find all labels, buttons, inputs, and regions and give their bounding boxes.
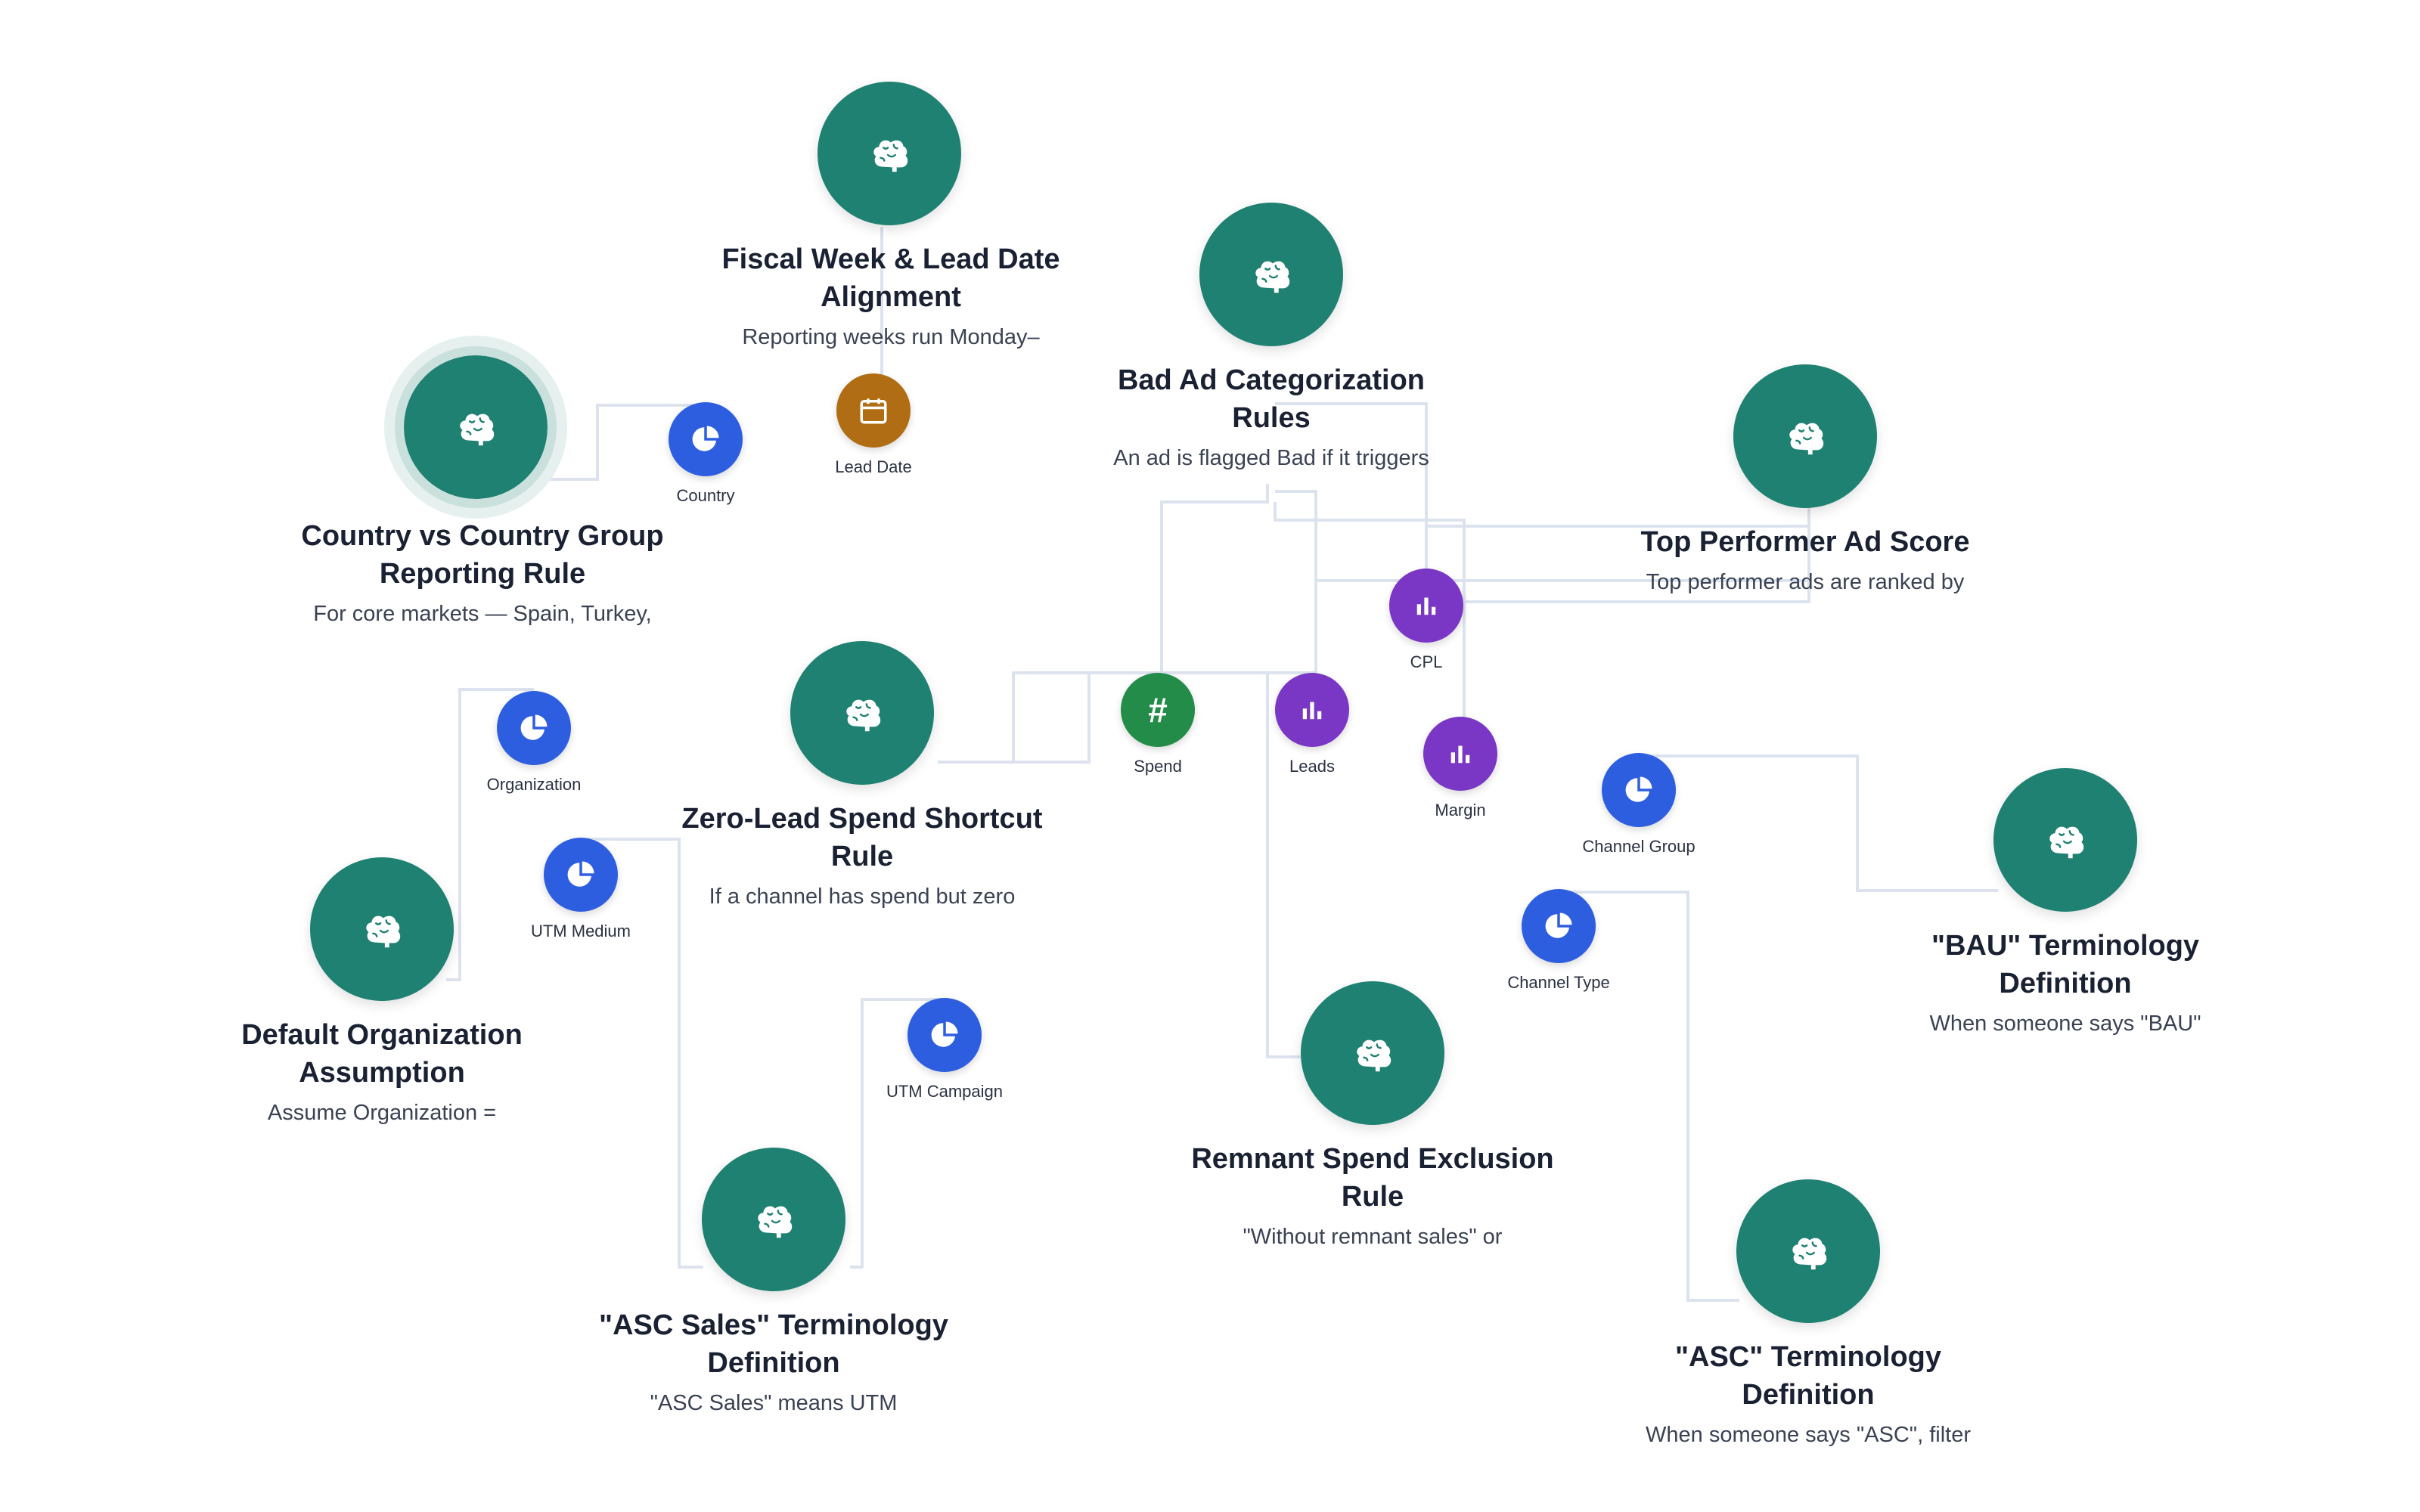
rule-node-top-performer-ad-score[interactable] bbox=[1733, 364, 1877, 508]
field-label-channel-type: Channel Type bbox=[1507, 973, 1610, 992]
edge-badad-cpl bbox=[1275, 402, 1428, 575]
rule-title-zero-lead-spend: Zero-Lead Spend Shortcut Rule bbox=[681, 803, 1043, 872]
rule-desc-zero-lead-spend: If a channel has spend but zero bbox=[709, 885, 1016, 909]
rule-title-country-vs-country-group: Country vs Country Group Reporting Rule bbox=[301, 520, 664, 590]
rule-title-default-organization: Default Organization Assumption bbox=[241, 1019, 523, 1089]
field-node-utm-campaign[interactable] bbox=[908, 998, 982, 1072]
field-label-utm-campaign: UTM Campaign bbox=[886, 1082, 1004, 1101]
rule-node-default-organization[interactable] bbox=[310, 857, 454, 1001]
edge-ascsales-utmmedium bbox=[582, 838, 703, 1269]
rule-node-bau-terminology[interactable] bbox=[1993, 768, 2137, 912]
rule-node-asc-sales-terminology[interactable] bbox=[702, 1148, 845, 1291]
rule-title-remnant-spend-exclusion: Remnant Spend Exclusion Rule bbox=[1191, 1143, 1554, 1213]
pie-chart-icon bbox=[520, 714, 548, 740]
brain-icon bbox=[366, 916, 401, 948]
edge-ascsales-utmcampaign bbox=[850, 998, 947, 1269]
field-node-country[interactable] bbox=[669, 402, 743, 476]
field-label-margin: Margin bbox=[1435, 801, 1486, 820]
field-node-channel-group[interactable] bbox=[1602, 753, 1676, 827]
field-node-channel-type[interactable] bbox=[1522, 889, 1596, 963]
edge-topperf-margin bbox=[1463, 511, 1810, 718]
pie-chart-icon bbox=[1625, 776, 1652, 802]
rule-desc-bau-terminology: When someone says "BAU" bbox=[1929, 1012, 2201, 1036]
field-label-spend: Spend bbox=[1134, 757, 1182, 776]
field-node-utm-medium[interactable] bbox=[544, 838, 618, 912]
rule-title-top-performer-ad-score: Top Performer Ad Score bbox=[1640, 526, 1970, 558]
field-label-cpl: CPL bbox=[1410, 652, 1443, 671]
brain-icon bbox=[2049, 826, 2084, 859]
hash-icon: # bbox=[1148, 690, 1168, 730]
field-node-spend[interactable]: # bbox=[1121, 673, 1195, 747]
pie-chart-icon bbox=[692, 426, 719, 451]
rule-title-asc-sales-terminology: "ASC Sales" Terminology Definition bbox=[599, 1309, 948, 1379]
brain-icon bbox=[873, 140, 908, 172]
rule-title-asc-terminology: "ASC" Terminology Definition bbox=[1674, 1341, 1942, 1411]
field-node-cpl[interactable] bbox=[1389, 569, 1463, 643]
field-node-organization[interactable] bbox=[497, 691, 571, 765]
bar-chart-icon bbox=[1302, 702, 1322, 720]
field-label-utm-medium: UTM Medium bbox=[530, 922, 631, 940]
edge-bau-channelgroup bbox=[1641, 754, 1998, 892]
field-label-leads: Leads bbox=[1289, 757, 1335, 776]
brain-icon bbox=[460, 414, 495, 446]
edge-defaultorg-organization bbox=[446, 688, 534, 981]
rule-desc-bad-ad-categorization: An ad is flagged Bad if it triggers bbox=[1113, 446, 1429, 470]
rule-title-bad-ad-categorization: Bad Ad Categorization Rules bbox=[1117, 364, 1426, 434]
rule-desc-remnant-spend-exclusion: "Without remnant sales" or bbox=[1243, 1225, 1503, 1249]
rule-node-bad-ad-categorization[interactable] bbox=[1199, 203, 1343, 346]
edge-remnant-spend bbox=[1162, 671, 1302, 1058]
rule-node-remnant-spend-exclusion[interactable] bbox=[1301, 981, 1444, 1125]
rule-title-bau-terminology: "BAU" Terminology Definition bbox=[1931, 930, 2200, 999]
brain-icon bbox=[1255, 261, 1290, 293]
rule-desc-asc-terminology: When someone says "ASC", filter bbox=[1646, 1423, 1971, 1447]
pie-chart-icon bbox=[567, 861, 594, 887]
brain-icon bbox=[1792, 1238, 1827, 1270]
edge-badad-spend bbox=[1160, 484, 1269, 673]
rule-node-zero-lead-spend[interactable] bbox=[790, 641, 934, 785]
pie-chart-icon bbox=[931, 1021, 958, 1047]
rule-desc-top-performer-ad-score: Top performer ads are ranked by bbox=[1646, 570, 1965, 594]
field-label-lead-date: Lead Date bbox=[835, 457, 912, 476]
pie-chart-icon bbox=[1545, 912, 1572, 938]
bar-chart-icon bbox=[1450, 745, 1470, 764]
rule-desc-fiscal-week: Reporting weeks run Monday– bbox=[742, 325, 1040, 349]
edge-asc-channeltype bbox=[1562, 891, 1739, 1302]
brain-icon bbox=[1789, 423, 1824, 455]
rule-node-asc-terminology[interactable] bbox=[1736, 1179, 1880, 1323]
field-node-lead-date[interactable] bbox=[836, 373, 911, 448]
field-label-organization: Organization bbox=[486, 775, 582, 794]
rule-title-fiscal-week: Fiscal Week & Lead Date Alignment bbox=[721, 243, 1060, 313]
rule-node-country-vs-country-group[interactable] bbox=[395, 346, 557, 508]
bar-chart-icon bbox=[1416, 597, 1436, 615]
rule-node-fiscal-week[interactable] bbox=[818, 82, 961, 225]
field-node-leads[interactable] bbox=[1275, 673, 1349, 747]
rule-desc-default-organization: Assume Organization = bbox=[267, 1101, 497, 1125]
rule-desc-asc-sales-terminology: "ASC Sales" means UTM bbox=[650, 1391, 898, 1415]
field-label-channel-group: Channel Group bbox=[1582, 837, 1696, 856]
field-node-margin[interactable] bbox=[1423, 717, 1497, 791]
brain-icon bbox=[1357, 1040, 1392, 1072]
brain-icon bbox=[758, 1206, 793, 1238]
calendar-icon bbox=[860, 398, 887, 424]
brain-icon bbox=[846, 699, 881, 732]
rule-desc-country-vs-country-group: For core markets — Spain, Turkey, bbox=[313, 602, 652, 626]
field-label-country: Country bbox=[676, 486, 735, 505]
